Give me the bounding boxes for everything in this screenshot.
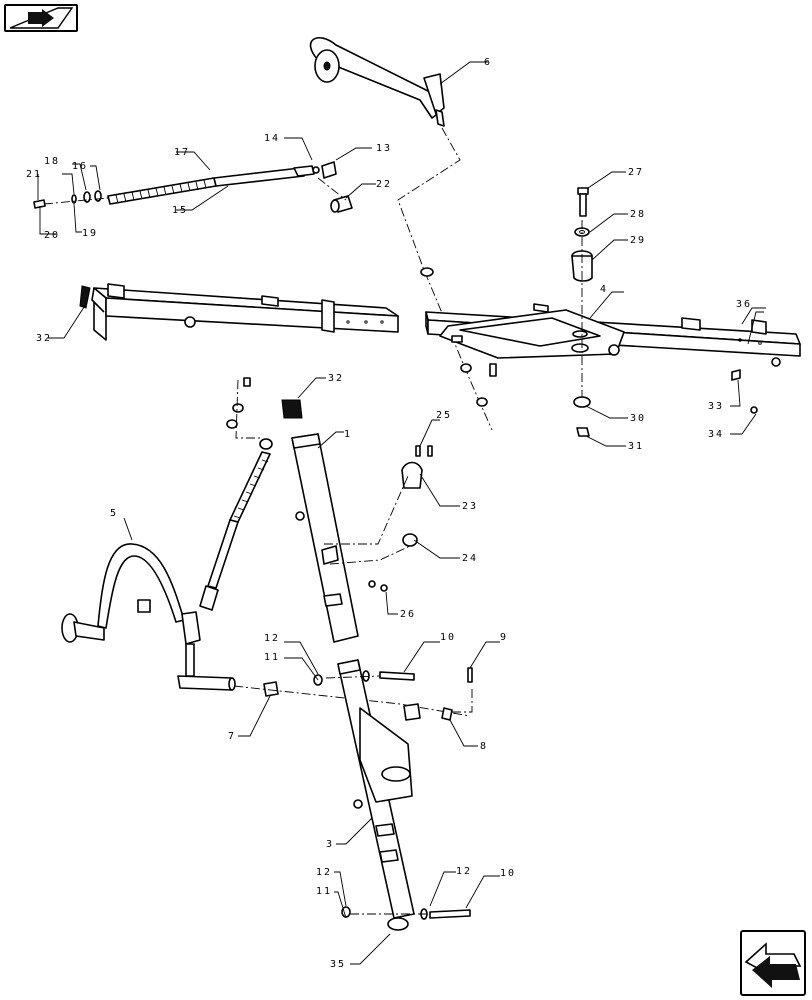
callout-23: 23 [462,501,478,512]
part-22-fitting [330,195,353,213]
centerline-1b [329,545,411,565]
callout-14: 14 [264,133,280,144]
part-7-bushing [263,681,279,697]
back-nav-button[interactable] [740,930,806,996]
callout-9: 9 [500,632,508,643]
part-31-nut [576,427,590,437]
callout-13: 13 [376,143,392,154]
callout-21: 21 [26,169,42,180]
centerline-6 [397,127,493,431]
callout-32a: 32 [36,333,52,344]
strut-rod [199,451,271,611]
callout-34: 34 [708,429,724,440]
parts-25-23-24-26 [368,445,433,592]
back-arrow-icon [744,942,802,988]
centerline-strut [235,379,262,439]
callout-20: 20 [44,230,60,241]
part-32b-end-cap [281,399,303,419]
part-17-threaded-rod [107,177,217,205]
centerline-7 [233,685,471,717]
part-3-lower-beam [337,659,415,931]
callout-25: 25 [436,410,452,421]
parts-8-9 [403,667,473,721]
callout-4: 4 [600,284,608,295]
part-30-washer [573,396,591,408]
callout-12b: 12 [456,866,472,877]
leader-lines [37,61,766,965]
callout-29: 29 [630,235,646,246]
callout-6: 6 [484,57,492,68]
callout-3: 3 [326,839,334,850]
part-15-rod [213,165,315,187]
parts-under-right-beam [420,267,497,407]
callout-36: 36 [736,299,752,310]
left-tube-beam [91,283,399,341]
callout-5: 5 [110,508,118,519]
callout-28: 28 [630,209,646,220]
part-13-clevis [312,161,337,179]
callout-10a: 10 [440,632,456,643]
callout-31: 31 [628,441,644,452]
forward-arrow-icon [9,7,74,29]
callout-12c: 12 [316,867,332,878]
callout-8: 8 [480,741,488,752]
callout-7: 7 [228,731,236,742]
callout-24: 24 [462,553,478,564]
callout-1: 1 [344,429,352,440]
centerline-22 [317,177,347,201]
parts-33-34 [731,369,758,414]
centerline-rod [43,197,109,205]
forward-nav-button[interactable] [4,4,78,32]
part-4-mount-plate [439,303,625,359]
parts-16-21-washers [33,190,102,209]
callout-26: 26 [400,609,416,620]
centerline-1 [324,475,409,545]
callout-17: 17 [174,147,190,158]
strut-washers [226,377,273,450]
callout-11a: 11 [264,652,280,663]
callout-19: 19 [82,228,98,239]
callout-27: 27 [628,167,644,178]
callout-10b: 10 [500,868,516,879]
callout-11b: 11 [316,886,332,897]
callout-22: 22 [376,179,392,190]
callout-16: 16 [72,161,88,172]
centerline-9 [452,686,473,713]
callout-15: 15 [172,205,188,216]
callout-32b: 32 [328,373,344,384]
part-27-bolt [577,187,589,217]
callout-33: 33 [708,401,724,412]
part-32a-end-cap [79,285,91,309]
part-1-frame-member [291,433,359,643]
callout-35: 35 [330,959,346,970]
callout-30: 30 [630,413,646,424]
callout-18: 18 [44,156,60,167]
callout-12a: 12 [264,633,280,644]
part-6-handle [309,36,445,127]
part-5-handle [61,543,236,691]
callout-labels: 6 13 14 17 15 16 18 21 20 19 22 27 28 29… [26,57,752,970]
